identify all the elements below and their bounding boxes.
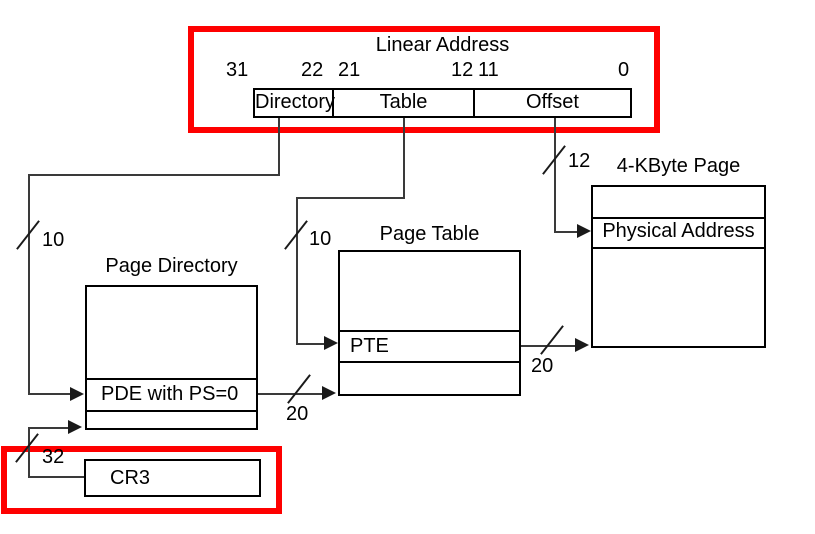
page-table-box: PTE xyxy=(338,250,521,396)
cr3-line-left xyxy=(28,476,84,478)
bit-label-21: 21 xyxy=(338,59,361,81)
page-directory-divider-top xyxy=(87,378,256,380)
field-table: Table xyxy=(332,90,473,116)
field-directory: Directory xyxy=(255,91,336,113)
bit-label-31: 31 xyxy=(226,59,249,81)
bit-label-12: 12 xyxy=(451,59,474,81)
page-directory-divider-bottom xyxy=(87,410,256,412)
cr3-line-vertical xyxy=(28,427,30,478)
bit-label-11: 11 xyxy=(478,59,499,81)
arrow-into-pte xyxy=(324,336,338,350)
page-table-divider-bottom xyxy=(340,361,519,363)
page-table-divider-top xyxy=(340,330,519,332)
directory-line-vertical xyxy=(28,174,30,395)
bit-label-22: 22 xyxy=(301,59,324,81)
physical-address-label: Physical Address xyxy=(602,220,755,242)
linear-address-title: Linear Address xyxy=(375,34,510,56)
cr3-highlight-box xyxy=(1,446,282,514)
offset-line-down xyxy=(554,118,556,233)
field-offset: Offset xyxy=(473,90,630,116)
table-line-down xyxy=(403,118,405,199)
directory-line-to-pde xyxy=(28,393,72,395)
page-directory-title: Page Directory xyxy=(105,255,238,277)
linear-address-highlight-box xyxy=(188,26,660,133)
4k-page-divider-top xyxy=(593,217,764,219)
bus-slash-pde xyxy=(287,374,311,404)
bus-width-table: 10 xyxy=(309,228,332,250)
4k-page-box: Physical Address xyxy=(591,185,766,348)
bit-label-0: 0 xyxy=(618,59,630,81)
bus-width-offset: 12 xyxy=(568,150,591,172)
bus-width-directory: 10 xyxy=(42,229,65,251)
cr3-label: CR3 xyxy=(110,467,151,489)
linear-address-field-box: Directory Table Offset xyxy=(253,88,632,118)
pde-entry-label: PDE with PS=0 xyxy=(101,383,239,405)
page-table-title: Page Table xyxy=(379,223,480,245)
4k-page-title: 4-KByte Page xyxy=(616,155,741,177)
arrow-into-pde xyxy=(70,387,84,401)
bus-width-cr3: 32 xyxy=(42,446,65,468)
arrow-into-page-directory xyxy=(68,420,82,434)
pte-entry-label: PTE xyxy=(350,335,389,357)
arrow-into-physical-address xyxy=(577,224,591,238)
cr3-line-to-pd xyxy=(28,427,68,429)
page-directory-box: PDE with PS=0 xyxy=(85,285,258,430)
table-line-vertical xyxy=(296,197,298,345)
cr3-box: CR3 xyxy=(84,459,261,497)
table-line-to-pte xyxy=(296,343,324,345)
4k-page-divider-bottom xyxy=(593,247,764,249)
bus-width-pte: 20 xyxy=(531,355,554,377)
table-line-left xyxy=(296,197,405,199)
bus-slash-pte xyxy=(540,325,564,355)
arrow-into-4k-page xyxy=(575,338,589,352)
bus-width-pde: 20 xyxy=(286,403,309,425)
directory-line-down xyxy=(278,118,280,176)
pde-to-pagetable-line xyxy=(258,393,322,395)
offset-line-right xyxy=(554,231,577,233)
directory-line-left xyxy=(28,174,280,176)
arrow-into-page-table xyxy=(322,386,336,400)
